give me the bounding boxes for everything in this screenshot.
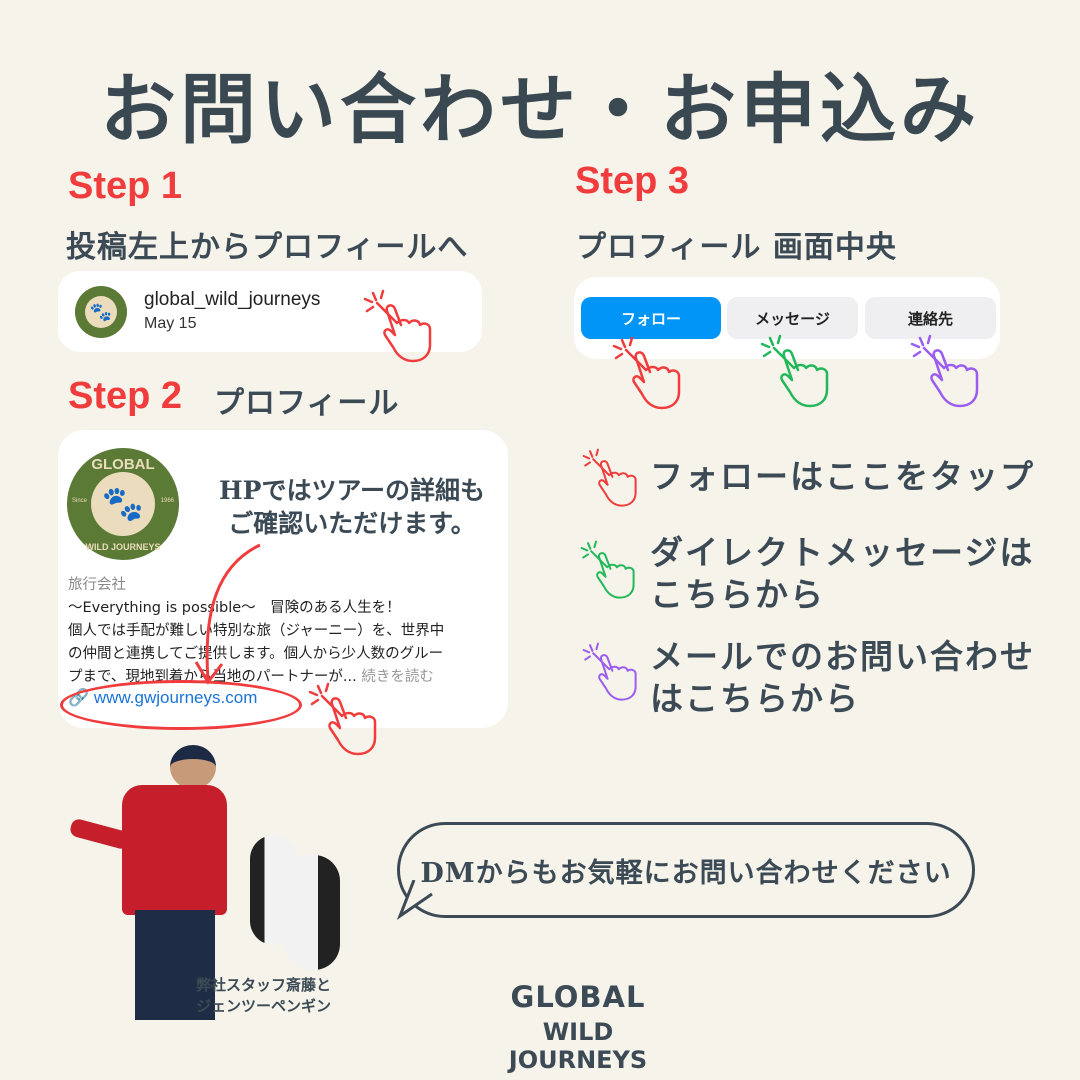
step3-subtitle: プロフィール 画面中央 [576,230,897,265]
logo-text-global: GLOBAL [91,456,155,473]
tap-hand-icon [580,540,635,599]
note-line: ダイレクトメッセージは [650,533,1035,572]
tap-hand-icon [582,642,637,701]
tap-hand-icon [363,289,432,363]
profile-avatar-small[interactable]: 🐾 [75,286,127,338]
tap-hand-icon [760,334,829,408]
note-follow: フォローはここをタップ [650,456,1035,498]
callout-line: ご確認いただけます。 [228,509,476,538]
logo-year: 1966 [160,498,174,504]
follow-button[interactable]: フォロー [581,297,721,339]
tap-hand-icon [612,336,681,410]
tap-hand-icon [582,448,637,507]
highlight-ellipse [60,680,302,730]
tap-hand-icon [308,682,377,756]
step1-subtitle: 投稿左上からプロフィールへ [66,230,469,265]
page-title: お問い合わせ・お申込み [100,65,980,154]
bio-line: ～Everything is possible～ 冒険のある人生を！ [68,600,401,616]
profile-actions-card: フォロー メッセージ 連絡先 [574,277,1000,359]
photo-caption: 弊社スタッフ斎藤と ジェンツーペンギン [196,975,331,1017]
bio: 旅行会社 ～Everything is possible～ 冒険のある人生を！ … [68,574,444,689]
tap-hand-icon [910,334,979,408]
note-line: こちらから [650,575,825,614]
logo-since: Since [72,498,88,504]
logo-text-wild: WILD JOURNEYS [85,542,161,552]
contact-button[interactable]: 連絡先 [865,297,996,339]
caption-line: 弊社スタッフ斎藤と [196,976,332,994]
note-message: ダイレクトメッセージはこちらから [650,532,1034,616]
message-button[interactable]: メッセージ [727,297,858,339]
note-line: フォローはここをタップ [650,457,1035,496]
callout-line: HPではツアーの詳細も [219,476,485,505]
bio-line: 個人では手配が難しい特別な旅（ジャーニー）を、世界中 [68,623,445,639]
username[interactable]: global_wild_journeys [144,289,321,310]
callout-text: HPではツアーの詳細も ご確認いただけます。 [204,474,500,540]
category: 旅行会社 [68,577,126,593]
profile-avatar-large: 🐾 GLOBAL WILD JOURNEYS Since 1966 [67,448,179,560]
speech-bubble: DMからもお気軽にお問い合わせください [397,822,975,918]
profile-card: 🐾 GLOBAL WILD JOURNEYS Since 1966 HPではツア… [58,430,508,756]
caption-line: ジェンツーペンギン [196,997,332,1015]
step1-label: Step 1 [68,165,183,207]
step3-label: Step 3 [575,160,690,202]
step2-label: Step 2 [68,375,183,417]
staff-photo [68,745,230,1030]
brand-logo: GLOBAL WILD JOURNEYS [473,980,683,1074]
brand-line1: GLOBAL [510,980,646,1014]
post-date: May 15 [144,315,197,332]
post-header-card: 🐾 global_wild_journeys May 15 [58,271,482,363]
bio-line: の仲間と連携してご提供します。個人から少人数のグルー [68,646,444,662]
read-more-link[interactable]: 続きを読む [361,669,434,685]
arrow-icon [194,543,261,685]
brand-line2: WILD JOURNEYS [508,1018,648,1074]
speech-text: DMからもお気軽にお問い合わせください [420,857,952,889]
note-contact: メールでのお問い合わせはこちらから [650,636,1035,720]
note-line: はこちらから [650,679,860,718]
speech-tail [396,880,433,920]
note-line: メールでのお問い合わせ [650,637,1035,676]
step2-subtitle: プロフィール [214,386,400,421]
penguins-photo [240,830,350,970]
